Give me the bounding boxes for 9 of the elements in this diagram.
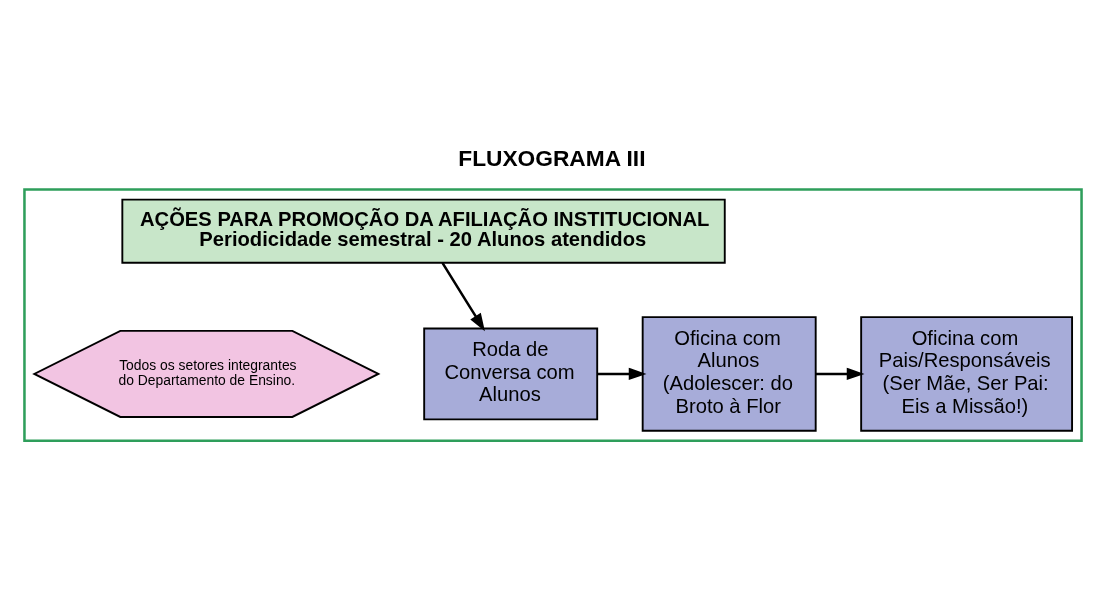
cluster [23, 187, 1083, 442]
node-box: Oficina com Pais/Responsáveis (Ser Mãe, Ser Pai: Eis a Missão!) [860, 315, 1073, 432]
node-box: AÇÕES PARA PROMOÇÃO DA AFILIAÇÃO INSTITUCIONAL Periodicidade semestral - 20 Alunos atendidos [121, 198, 726, 264]
arrow [815, 367, 865, 380]
node-box: Oficina com Alunos (Adolescer: do Broto à Flor [641, 315, 817, 432]
node-box: Roda de Conversa com Alunos [423, 327, 599, 420]
diagram-title: FLUXOGRAMA III [458, 144, 646, 171]
arrow [597, 367, 647, 380]
arrow [441, 261, 485, 331]
